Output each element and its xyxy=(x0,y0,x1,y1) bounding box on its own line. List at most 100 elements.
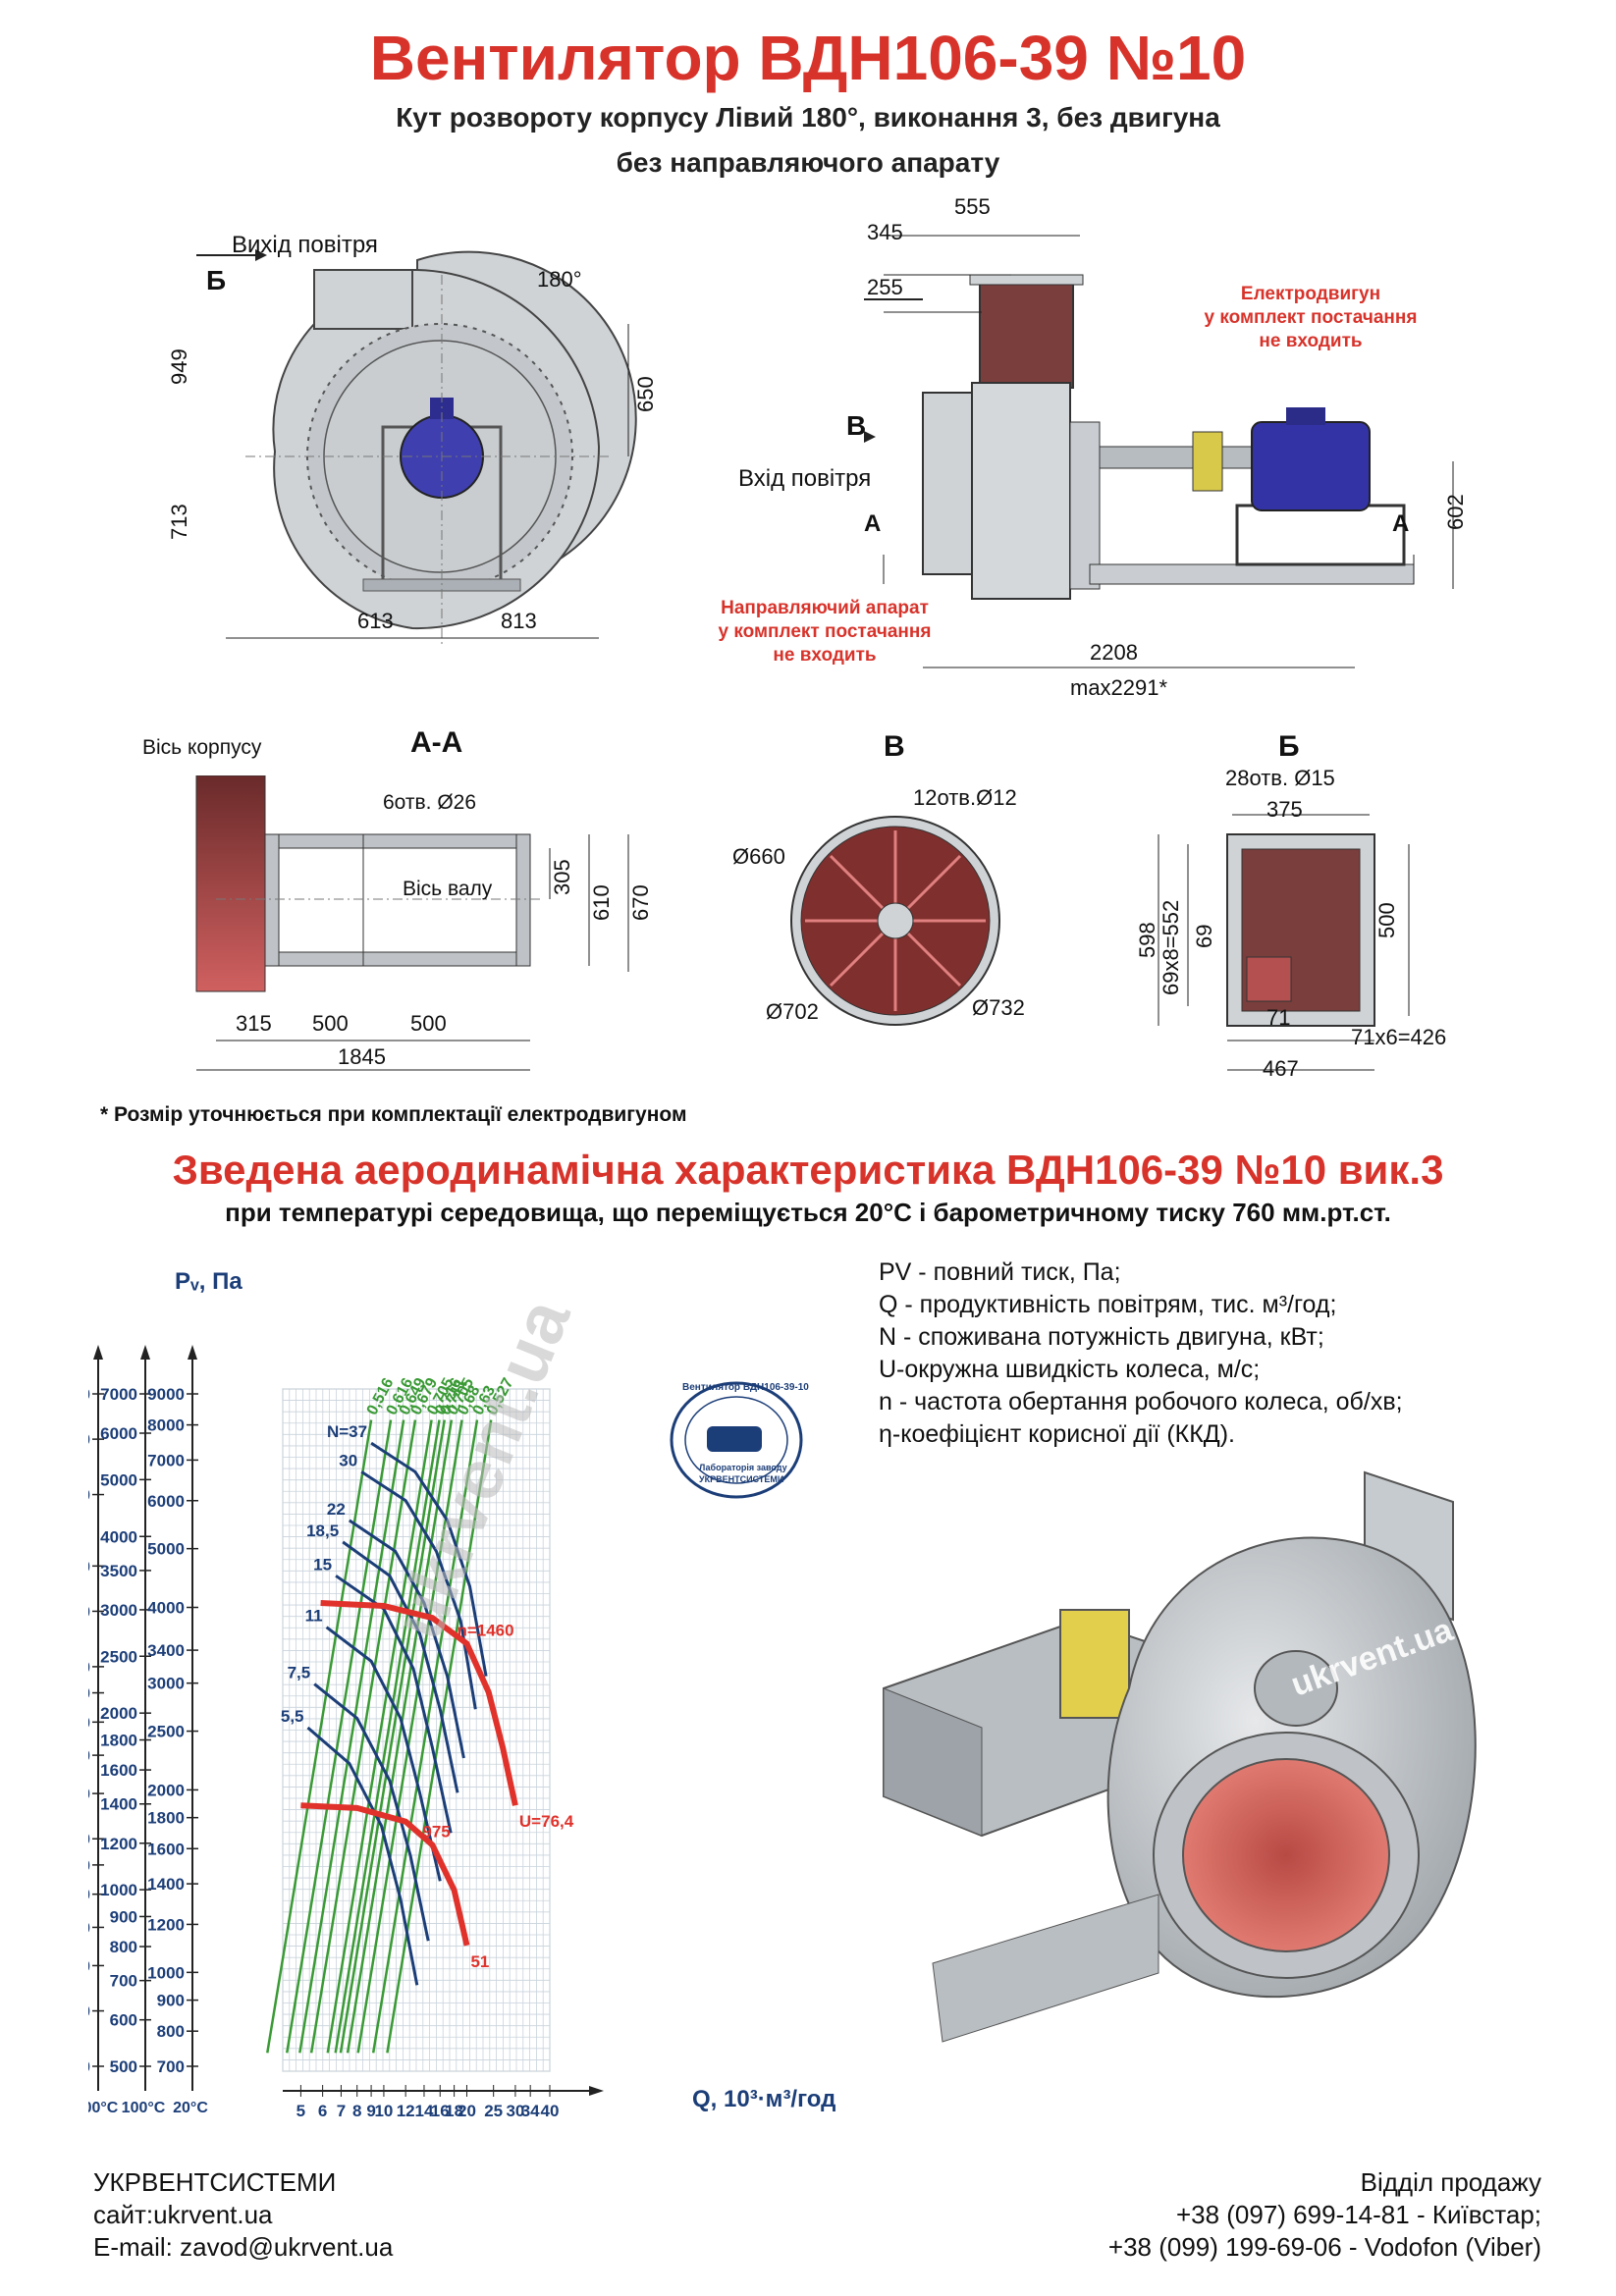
y-tick-label: 1400 xyxy=(147,1875,185,1894)
y-tick-label: 4000 xyxy=(147,1599,185,1618)
y-tick-label: 700 xyxy=(157,2057,185,2076)
power-curve-label: 18,5 xyxy=(306,1522,339,1540)
dim-71: 71 xyxy=(1266,1005,1291,1030)
view-v-drawing xyxy=(790,816,1000,1026)
y-tick-label: 2500 xyxy=(147,1723,185,1741)
dim-670: 670 xyxy=(628,884,653,921)
dim-500-b: 500 xyxy=(410,1011,447,1036)
y-axis-arrow xyxy=(140,1345,150,1360)
footer-phone-1[interactable]: +38 (097) 699-14-81 - Київстар; xyxy=(1175,2200,1541,2229)
legend-eff: η-коефіцієнт корисної дії (ККД). xyxy=(879,1420,1235,1448)
view-b-title: Б xyxy=(1278,730,1300,763)
x-tick-label: 5 xyxy=(296,2102,305,2120)
lab-stamp xyxy=(670,1381,803,1499)
dim-555: 555 xyxy=(954,194,991,219)
angle-180-label: 180° xyxy=(537,267,582,292)
view-v-title: В xyxy=(884,730,905,763)
footer-phone-2[interactable]: +38 (099) 199-69-06 - Vodofon (Viber) xyxy=(1107,2232,1541,2262)
y-tick-label: 900 xyxy=(110,1907,137,1926)
stamp-line-1: Вентилятор ВДН106-39-10 xyxy=(682,1382,809,1393)
y-tick-label: 2500 xyxy=(100,1647,137,1666)
efficiency-line xyxy=(356,1419,463,2054)
stamp-line-2: Лабораторія заводу xyxy=(699,1463,787,1472)
power-curve xyxy=(370,1441,488,1677)
dim-max2291: max2291* xyxy=(1070,675,1168,700)
y-tick-label: 5000 xyxy=(88,1430,90,1449)
efficiency-line xyxy=(339,1419,446,2054)
dim-813: 813 xyxy=(501,609,537,633)
dim-d660: Ø660 xyxy=(732,844,785,869)
y-tick-label: 1600 xyxy=(88,1713,90,1732)
dim-602: 602 xyxy=(1443,494,1468,530)
power-curve xyxy=(306,1726,419,1986)
air-outlet-label: Вихід повітря xyxy=(232,232,378,258)
dim-500-b-view: 500 xyxy=(1374,902,1399,938)
dim-d732: Ø732 xyxy=(972,995,1025,1020)
page-subtitle-2: без направляючого апарату xyxy=(616,147,1000,178)
y-tick-label: 4000 xyxy=(88,1486,90,1505)
y-tick-label: 900 xyxy=(88,1856,90,1875)
efficiency-line xyxy=(371,1419,479,2054)
x-axis-arrow xyxy=(589,2086,604,2096)
dim-375: 375 xyxy=(1266,797,1303,822)
x-tick-label: 8 xyxy=(352,2102,361,2120)
y-tick-label: 700 xyxy=(110,1972,137,1991)
y-tick-label: 1000 xyxy=(88,1830,90,1848)
y-tick-label: 1600 xyxy=(147,1840,185,1858)
dim-650: 650 xyxy=(633,376,658,412)
dim-467: 467 xyxy=(1263,1056,1299,1081)
x-tick-label: 20 xyxy=(458,2102,476,2120)
x-tick-label: 40 xyxy=(541,2102,560,2120)
dim-598: 598 xyxy=(1135,922,1159,958)
power-curve xyxy=(360,1470,477,1710)
y-tick-label: 1800 xyxy=(100,1732,137,1750)
dim-315: 315 xyxy=(236,1011,272,1036)
y-tick-label: 3400 xyxy=(147,1641,185,1660)
footer-email[interactable]: E-mail: zavod@ukrvent.ua xyxy=(93,2232,394,2262)
y-tick-label: 1200 xyxy=(147,1915,185,1934)
aerodynamic-chart: 0,5160,6160,6490,6790,7050,7160,7110,705… xyxy=(88,1345,604,2120)
holes-6x26-label: 6отв. Ø26 xyxy=(383,791,477,814)
x-tick-label: 30 xyxy=(506,2102,524,2120)
power-curve xyxy=(342,1540,459,1793)
fan-curve-label: n=1460 xyxy=(457,1621,513,1639)
power-curve xyxy=(313,1682,430,1942)
y-tick-label: 5000 xyxy=(147,1540,185,1559)
y-tick-label: 1000 xyxy=(100,1881,137,1899)
y-tick-label: 600 xyxy=(110,2011,137,2030)
power-curve-label: N=37 xyxy=(327,1422,367,1441)
legend-q: Q - продуктивність повітрям, тис. м³/год… xyxy=(879,1291,1337,1318)
guide-vane-not-included-note: Направляючий апарат у комплект постачанн… xyxy=(718,598,932,666)
chart-subtitle: при температурі середовища, що переміщує… xyxy=(225,1198,1391,1227)
efficiency-line xyxy=(386,1419,493,2054)
shaft-axis-label: Вісь валу xyxy=(403,878,493,900)
x-tick-label: 18 xyxy=(445,2102,463,2120)
y-tick-label: 400 xyxy=(88,2057,90,2076)
power-curve-label: 30 xyxy=(339,1451,357,1469)
holes-28x15-label: 28отв. Ø15 xyxy=(1225,766,1335,790)
view-b-marker: Б xyxy=(206,265,227,295)
y-tick-label: 500 xyxy=(88,2002,90,2021)
efficiency-lines: 0,5160,6160,6490,6790,7050,7160,7110,705… xyxy=(266,1375,517,2054)
y-tick-label: 500 xyxy=(110,2057,137,2076)
legend-pv: PV - повний тиск, Па; xyxy=(879,1258,1121,1286)
fan-curve-label: 975 xyxy=(422,1822,450,1841)
view-b-drawing xyxy=(1158,814,1410,1071)
section-aa-drawing xyxy=(195,775,629,1071)
dimension-note: * Розмір уточнюється при комплектації ел… xyxy=(100,1103,687,1126)
footer-site[interactable]: сайт:ukrvent.ua xyxy=(93,2200,273,2229)
y-tick-label: 800 xyxy=(157,2022,185,2041)
dim-2208: 2208 xyxy=(1090,640,1138,665)
dim-71x6: 71x6=426 xyxy=(1351,1025,1447,1049)
x-tick-label: 7 xyxy=(337,2102,346,2120)
y-tick-label: 3000 xyxy=(88,1557,90,1575)
y-tick-label: 6000 xyxy=(88,1385,90,1404)
y-tick-label: 2500 xyxy=(88,1602,90,1621)
temp-label: 20°С xyxy=(173,2100,208,2116)
efficiency-line xyxy=(286,1419,393,2054)
efficiency-line xyxy=(309,1419,417,2054)
footer-sales: Відділ продажу xyxy=(1360,2167,1541,2197)
footer-right: Відділ продажу +38 (097) 699-14-81 - Киї… xyxy=(982,2166,1541,2264)
fan-curve xyxy=(320,1600,518,1806)
dim-613: 613 xyxy=(357,609,394,633)
